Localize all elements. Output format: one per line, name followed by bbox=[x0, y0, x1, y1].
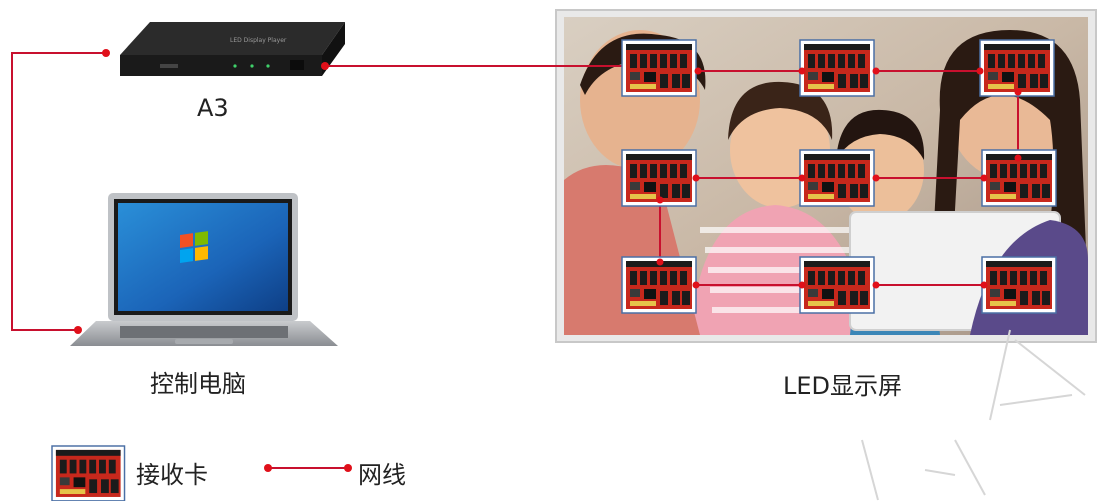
controller-label: A3 bbox=[197, 94, 229, 122]
receiver-card bbox=[799, 39, 875, 97]
watermark bbox=[861, 329, 1086, 501]
controller-panel-text: LED Display Player bbox=[230, 37, 287, 44]
legend-network-cable-label: 网线 bbox=[358, 461, 406, 489]
legend-receiver-card-icon bbox=[51, 445, 126, 501]
control-computer bbox=[70, 193, 338, 346]
network-cables bbox=[11, 52, 1019, 331]
receiver-card bbox=[979, 39, 1055, 97]
receiver-card bbox=[621, 256, 697, 314]
legend-receiver-card-label: 接收卡 bbox=[136, 461, 208, 489]
cable-controller-to-computer bbox=[11, 52, 106, 331]
receiver-card bbox=[621, 39, 697, 97]
screen-label: LED显示屏 bbox=[783, 372, 903, 400]
receiver-card bbox=[981, 256, 1057, 314]
computer-label: 控制电脑 bbox=[150, 370, 246, 398]
receiver-card bbox=[799, 256, 875, 314]
receiver-cards bbox=[621, 39, 1057, 314]
windows-logo-icon bbox=[180, 231, 208, 263]
receiver-card bbox=[799, 149, 875, 207]
controller-device: LED Display Player bbox=[120, 22, 345, 76]
legend bbox=[51, 445, 352, 501]
connection-dots bbox=[74, 49, 1022, 334]
